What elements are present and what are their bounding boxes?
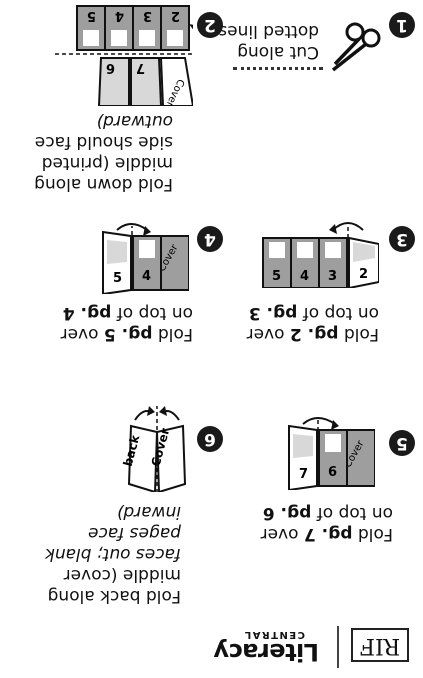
- svg-text:5: 5: [87, 8, 96, 23]
- svg-text:6: 6: [328, 465, 337, 480]
- svg-text:4: 4: [142, 269, 151, 284]
- brand-title: Literacy: [213, 638, 319, 666]
- panel-4: [132, 235, 162, 291]
- step-4-diagram: Cover 4 5: [102, 223, 189, 294]
- step-2-diagram: Cover 6 7 2 3 4 5: [53, 5, 193, 106]
- step-5-text: Fold pg. 7 over on top of pg. 6: [260, 503, 393, 544]
- svg-text:5: 5: [113, 271, 122, 286]
- step-6-text: Fold back along middle (cover faces out;…: [45, 502, 181, 606]
- logo-text: RIF: [359, 633, 401, 658]
- step-2-text: Fold down along middle (printed side sho…: [34, 111, 173, 194]
- panel-5-bottom: [76, 5, 106, 51]
- step-5-number: 5: [389, 430, 415, 456]
- svg-text:7: 7: [299, 467, 308, 482]
- step-6-number: 6: [197, 426, 223, 452]
- scissors-icon: [331, 22, 381, 72]
- step-3-number: 3: [389, 226, 415, 252]
- svg-text:3: 3: [328, 269, 337, 284]
- svg-text:4: 4: [115, 8, 124, 23]
- step-1-number: 1: [389, 12, 415, 38]
- logo-badge: RIF: [351, 628, 409, 662]
- step-4-number: 4: [197, 226, 223, 252]
- step-5-diagram: Cover 6 7: [288, 417, 375, 490]
- step-3-text: Fold pg. 2 over on top of pg. 3: [246, 303, 379, 344]
- back-leaf: [127, 424, 159, 492]
- svg-text:3: 3: [143, 8, 152, 23]
- cut-line: [233, 67, 323, 70]
- svg-text:4: 4: [300, 269, 309, 284]
- svg-text:2: 2: [359, 267, 368, 282]
- brand-subtitle: CENTRAL: [243, 629, 305, 640]
- panel-3-bottom: [132, 5, 162, 51]
- step-6-diagram: Cover back: [121, 406, 187, 492]
- step-1-text: Cut along dotted lines.: [212, 21, 319, 62]
- panel-cover: [160, 235, 189, 291]
- panel-6-top: [97, 57, 130, 106]
- step-4-text: Fold pg. 5 over on top of pg. 4: [60, 303, 193, 344]
- page-6-label: 6: [106, 60, 115, 75]
- page-7-label: 7: [136, 60, 145, 75]
- panel-cover: [346, 429, 375, 487]
- panel-7-top: [130, 57, 163, 106]
- step-3-diagram: 2 3 4 5: [262, 222, 379, 288]
- panel-cover-top: [159, 57, 193, 106]
- svg-text:5: 5: [272, 269, 281, 284]
- step-2-number: 2: [197, 12, 223, 38]
- header-divider: [337, 626, 339, 668]
- svg-text:2: 2: [171, 8, 180, 23]
